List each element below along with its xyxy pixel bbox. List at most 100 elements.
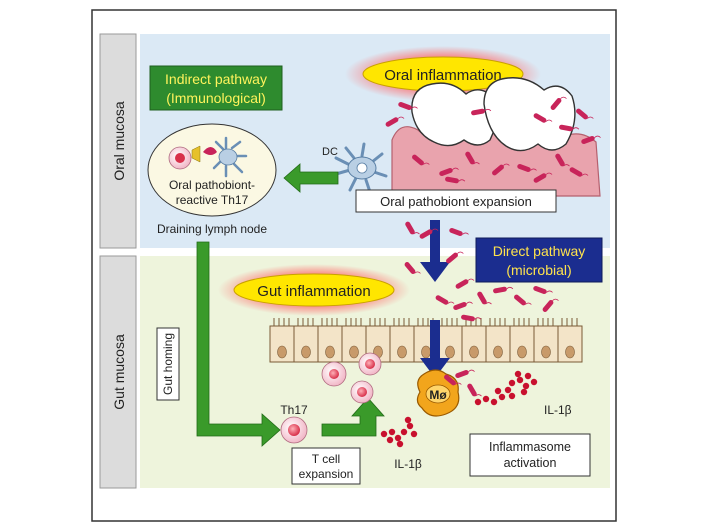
bacterium (444, 374, 456, 386)
bacterium (559, 124, 573, 132)
dc-label: DC (322, 146, 338, 158)
bacteria-group (385, 96, 601, 397)
th17-box-line2: reactive Th17 (176, 193, 249, 207)
expanded-th17-cells (321, 352, 382, 404)
gut-mucosa-label: Gut mucosa (111, 334, 127, 410)
epithelial-nucleus (493, 345, 503, 359)
bacterium (493, 286, 507, 294)
bacterium-flagellum (467, 278, 475, 281)
inflammasome-line2: activation (504, 456, 557, 470)
bacterium (453, 301, 467, 311)
epithelial-nucleus (277, 345, 287, 359)
bacterium-flagellum (563, 164, 570, 167)
bacterium-flagellum (457, 251, 464, 254)
bacterium (455, 369, 469, 379)
il1b-label-right: IL-1β (544, 403, 572, 417)
bacterium-flagellum (475, 394, 482, 397)
bacterium (461, 314, 475, 322)
epithelial-nucleus (397, 345, 407, 359)
bacterium-flagellum (560, 96, 567, 99)
bacterium (435, 295, 449, 305)
oral-mucosa-tab (99, 33, 137, 249)
t-cell-expansion-line2: expansion (299, 467, 354, 481)
bacterium (405, 221, 415, 235)
dendritic-cell (334, 142, 388, 194)
bacterium (412, 154, 424, 166)
bacterium-flagellum (552, 298, 559, 301)
bacterium (550, 98, 562, 110)
tooth-right (483, 77, 576, 152)
gut-inflammation-label: Gut inflammation (257, 283, 370, 300)
tooth-left (411, 82, 497, 147)
th17-dc-interaction (168, 136, 248, 178)
gut-mucosa-tab (99, 255, 137, 489)
bacterium-flagellum (466, 301, 473, 304)
bacterium-flagellum (525, 302, 532, 305)
inflammasome-box (469, 433, 591, 477)
epithelial-nucleus (301, 345, 311, 359)
arrow-dc-to-lymph[interactable] (283, 163, 339, 193)
bacterium-flagellum (397, 116, 405, 119)
epithelial-nucleus (421, 345, 431, 359)
epithelial-nucleus (517, 345, 527, 359)
gut-homing-label: Gut homing (161, 333, 175, 395)
bacterium-flagellum (413, 232, 420, 235)
bacterium (533, 113, 547, 123)
epithelial-nucleus (541, 345, 551, 359)
direct-pathway-line1: Direct pathway (493, 243, 586, 259)
gut-homing-box (156, 327, 180, 401)
bacterium-flagellum (431, 228, 439, 231)
bacterium-flagellum (484, 108, 492, 112)
t-cell-expansion-box (291, 447, 361, 485)
direct-pathway-box (475, 237, 603, 283)
bacterium-flagellum (545, 172, 553, 175)
bacterium (439, 167, 453, 177)
bacterium (542, 300, 554, 312)
oral-pathobiont-expansion-box (355, 189, 557, 213)
epithelial-nucleus (469, 345, 479, 359)
bacterium (492, 164, 504, 176)
th17-label: Th17 (280, 403, 308, 417)
direct-pathway-line2: (microbial) (506, 262, 571, 278)
il1b-cluster-right (474, 370, 538, 406)
draining-lymph-node-label: Draining lymph node (157, 222, 267, 236)
bacterium-flagellum (474, 317, 482, 320)
bacterium-flagellum (455, 382, 462, 385)
arrow-direct-pathway[interactable] (420, 220, 450, 282)
arrow-t-cell-expansion[interactable] (321, 397, 385, 437)
bacterium (446, 252, 458, 264)
bacterium-flagellum (462, 232, 469, 235)
bacterium-flagellum (506, 286, 514, 290)
il1b-cluster-bottom (380, 416, 418, 448)
t-cell-expansion-line1: T cell (312, 452, 340, 466)
th17-box-line1: Oral pathobiont- (169, 178, 255, 192)
indirect-pathway-line2: (Immunological) (166, 90, 266, 106)
bacterium-flagellum (594, 135, 601, 138)
bacterium (385, 117, 399, 127)
bacterium (581, 135, 595, 145)
oral-pathobiont-expansion-label: Oral pathobiont expansion (380, 194, 532, 209)
arrow-gut-homing[interactable] (196, 241, 281, 447)
bacterium (449, 227, 463, 237)
bacterium-flagellum (452, 167, 459, 170)
th17-cell (280, 416, 308, 444)
bacterium (569, 167, 583, 177)
arrow-direct-pathway-lower[interactable] (420, 320, 450, 378)
bacterium-flagellum (503, 163, 510, 166)
oral-mucosa-label: Oral mucosa (111, 101, 127, 181)
bacterium (465, 151, 475, 165)
bacterium (533, 285, 547, 295)
oral-inflammation-label: Oral inflammation (384, 67, 502, 84)
bacterium-flagellum (414, 271, 421, 274)
bacterium-flagellum (546, 290, 553, 293)
bacterium-flagellum (572, 127, 580, 130)
bacterium-flagellum (587, 116, 594, 119)
bacterium-flagellum (423, 162, 430, 165)
gut-inflammation-ellipse (233, 273, 395, 307)
indirect-pathway-box (149, 65, 283, 111)
epithelial-nucleus (349, 345, 359, 359)
epithelial-nucleus (445, 345, 455, 359)
bacterium-flagellum (468, 369, 475, 372)
bacterium (455, 279, 469, 289)
